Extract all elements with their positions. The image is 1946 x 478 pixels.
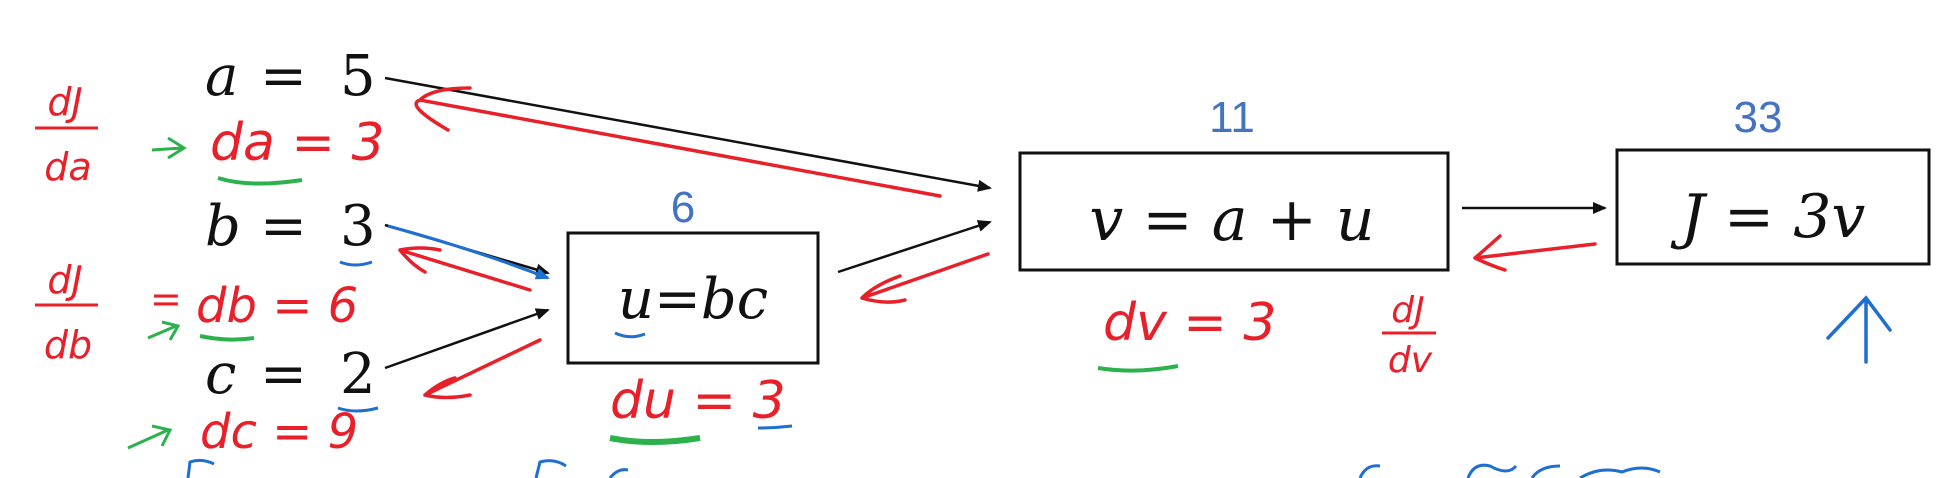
eq-b: = — [260, 194, 307, 259]
annotation-du: du = 3 — [610, 371, 786, 431]
input-c: c = 2 — [205, 342, 376, 407]
eq-a: = — [260, 44, 307, 109]
value-c: 2 — [340, 342, 376, 407]
green-arrow-db — [147, 320, 181, 341]
underline-u — [614, 331, 646, 339]
node-v-box — [1018, 151, 1450, 272]
node-J-expr: J = 3v — [1670, 182, 1866, 252]
back-arrow-v-to-u — [860, 252, 990, 304]
dJ-da-denominator: da — [44, 145, 91, 189]
input-b: b = 3 — [205, 194, 376, 259]
node-v-expr: v = a + u — [1089, 185, 1374, 255]
value-b: 3 — [340, 194, 376, 259]
node-J-box — [1615, 148, 1931, 266]
annotation-db-eq: = — [150, 277, 182, 321]
annotation-dv: dv = 3 — [1103, 293, 1277, 353]
dJ-db-numerator: dJ — [47, 258, 82, 302]
var-b: b — [205, 194, 241, 259]
underline-c-value — [337, 406, 379, 413]
node-u-expr: u=bc — [618, 267, 768, 332]
green-underline-db — [199, 334, 255, 342]
node-v-value: 11 — [1209, 93, 1255, 142]
backward-arrows — [398, 86, 1597, 400]
annotation-da: da = 3 — [210, 113, 385, 173]
node-u-value: 6 — [671, 183, 695, 232]
back-arrow-J-to-v — [1473, 234, 1597, 272]
blue-up-arrow — [1826, 295, 1892, 364]
arrow-u-to-v — [837, 220, 992, 274]
node-J-value: 33 — [1734, 93, 1783, 142]
node-v: 11 v = a + u — [1018, 93, 1450, 272]
green-underline-da — [217, 176, 303, 186]
node-J: 33 J = 3v — [1615, 93, 1931, 266]
back-arrow-v-to-a — [414, 86, 942, 198]
annotation-dJ-db: dJ db — [35, 258, 98, 367]
annotation-dc: dc = 9 — [200, 404, 358, 460]
dJ-dv-denominator: dv — [1388, 340, 1433, 381]
arrow-a-to-v — [384, 76, 992, 192]
arrow-b-to-u-blue — [387, 224, 550, 280]
value-a: 5 — [340, 44, 376, 109]
arrow-c-to-u — [384, 308, 550, 370]
green-underline-du — [609, 435, 701, 445]
partial-blue-scribble-mid — [534, 459, 629, 478]
node-u: 6 u=bc — [566, 183, 820, 365]
dJ-dv-numerator: dJ — [1391, 290, 1424, 331]
input-a: a = 5 — [205, 44, 376, 109]
underline-b-value — [339, 260, 373, 267]
back-arrow-u-to-c — [423, 338, 542, 400]
dJ-da-numerator: dJ — [47, 80, 82, 124]
node-u-box — [566, 231, 820, 365]
green-underline-dv — [1097, 364, 1179, 373]
blue-underline-du — [757, 424, 793, 430]
eq-c: = — [260, 342, 307, 407]
annotation-dJ-da: dJ da — [35, 80, 98, 189]
partial-blue-scribble-right — [1358, 463, 1661, 478]
var-a: a — [205, 44, 238, 109]
annotation-db: db = 6 — [196, 278, 358, 334]
dJ-db-denominator: db — [44, 323, 92, 367]
var-c: c — [205, 342, 236, 407]
partial-blue-scribble-left — [186, 458, 215, 478]
annotation-dJ-dv: dJ dv — [1382, 290, 1436, 381]
green-arrow-dc — [127, 424, 173, 450]
green-arrow-da — [151, 136, 187, 160]
back-arrow-u-to-b — [398, 246, 532, 292]
